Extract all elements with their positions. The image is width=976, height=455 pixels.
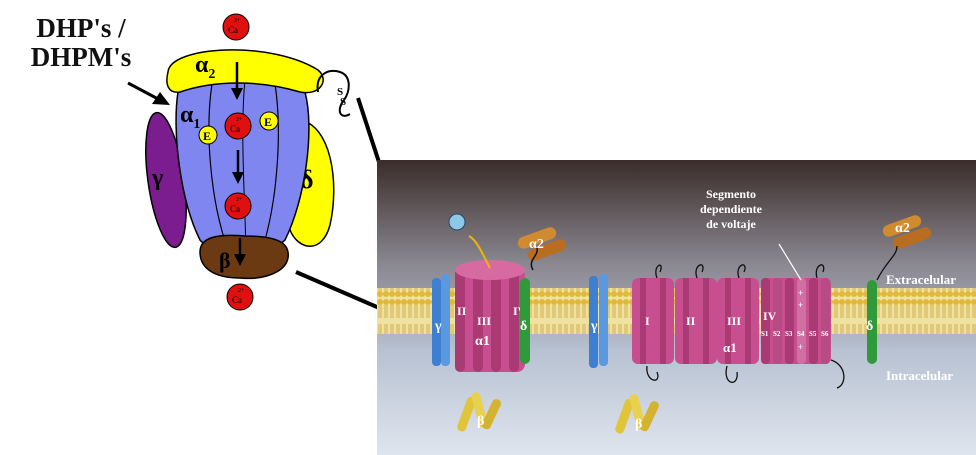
domain-i: I <box>632 278 674 364</box>
membrane-panel: γ II III IV α1 δ α2 <box>377 160 976 455</box>
svg-text:+: + <box>798 288 803 298</box>
svg-text:Ca: Ca <box>230 204 240 214</box>
svg-text:Ca: Ca <box>230 124 240 134</box>
extracellular-label: Extracelular <box>886 272 956 287</box>
svg-text:δ: δ <box>520 319 527 334</box>
alpha1-subunit <box>176 76 309 253</box>
svg-text:E: E <box>264 115 272 129</box>
calcium-ion-pore-1: Ca 2+ <box>225 113 251 139</box>
svg-text:α1: α1 <box>475 334 490 349</box>
svg-text:2+: 2+ <box>236 197 243 203</box>
svg-text:2+: 2+ <box>234 18 241 24</box>
svg-text:+: + <box>798 342 803 352</box>
beta-label: β <box>219 248 231 273</box>
svg-text:γ: γ <box>590 319 598 334</box>
segment-s2: S2 <box>773 330 781 338</box>
segment-label-line2: dependiente <box>700 202 763 216</box>
disulfide-s2: S <box>340 96 346 108</box>
e-site-left: E <box>199 126 217 144</box>
segment-label-line1: Segmento <box>706 187 756 201</box>
svg-text:Ca: Ca <box>228 25 238 35</box>
segment-s1: S1 <box>761 330 769 338</box>
segment-s6: S6 <box>821 330 829 338</box>
svg-text:I: I <box>645 314 650 328</box>
svg-text:III: III <box>477 314 491 328</box>
svg-text:α1: α1 <box>723 340 737 355</box>
segment-s5: S5 <box>809 330 817 338</box>
svg-text:α2: α2 <box>895 221 910 236</box>
segment-s3: S3 <box>785 330 793 338</box>
segment-label-line3: de voltaje <box>706 217 756 231</box>
svg-text:2+: 2+ <box>236 117 243 123</box>
svg-text:β: β <box>635 417 642 432</box>
svg-text:III: III <box>727 314 741 328</box>
svg-text:β: β <box>477 414 484 429</box>
domain-iv: IV S1 S2 S3 S4 S5 S6 + + + <box>761 278 831 364</box>
svg-text:+: + <box>798 300 803 310</box>
svg-text:2+: 2+ <box>238 288 245 294</box>
svg-text:II: II <box>457 304 467 318</box>
delta-helix-right: δ <box>866 280 877 364</box>
gamma-label: γ <box>151 165 163 191</box>
alpha1-barrel-left: II III IV α1 <box>455 260 527 372</box>
svg-text:Ca: Ca <box>232 295 242 305</box>
gamma-helices-left: γ <box>432 274 450 366</box>
delta-helix-left: δ <box>520 278 530 364</box>
calcium-ion-pore-2: Ca 2+ <box>225 193 251 219</box>
domain-ii: II <box>675 278 717 364</box>
svg-text:δ: δ <box>866 319 873 334</box>
svg-text:E: E <box>203 129 211 143</box>
calcium-ion-small <box>449 214 465 230</box>
intracellular-label: Intracelular <box>886 368 953 383</box>
svg-text:γ: γ <box>434 319 442 334</box>
svg-text:IV: IV <box>763 309 777 323</box>
calcium-ion-top: Ca 2+ <box>223 14 249 40</box>
segment-s4: S4 <box>797 330 805 338</box>
label-arrow <box>128 83 160 100</box>
e-site-right: E <box>260 112 278 130</box>
calcium-ion-bottom: Ca 2+ <box>227 284 253 310</box>
svg-text:II: II <box>686 314 696 328</box>
domain-iii: III α1 <box>717 278 759 364</box>
membrane-diagram: γ II III IV α1 δ α2 <box>377 160 976 455</box>
